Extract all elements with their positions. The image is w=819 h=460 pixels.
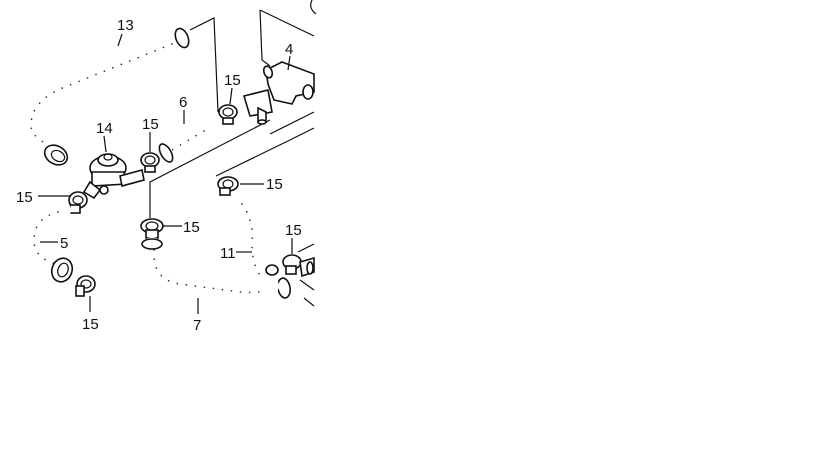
label-15-f: 15: [266, 176, 283, 193]
label-7: 7: [193, 317, 201, 334]
hose-11: [229, 189, 279, 295]
label-15-g: 15: [285, 222, 302, 239]
label-14: 14: [96, 120, 113, 137]
right-fittings: [265, 243, 315, 307]
label-13: 13: [117, 17, 134, 34]
hose-13: [17, 27, 190, 166]
callout-leaders: [38, 33, 293, 314]
clamp-mid: [140, 218, 164, 239]
label-6: 6: [179, 94, 187, 111]
label-11: 11: [220, 245, 236, 262]
clamp-upper-2: [140, 152, 160, 173]
frame-lines: [149, 0, 317, 218]
t-connector-4: [242, 61, 315, 125]
callout-labels: 13 4 15 6 14 15 15 5 15 15 15 15 11 7: [16, 17, 302, 334]
hose-6: [158, 119, 217, 163]
clamp-lower-left: [75, 275, 96, 297]
hose-5: [19, 201, 74, 283]
label-15-a: 15: [224, 72, 241, 89]
label-15-b: 15: [142, 116, 159, 133]
label-5: 5: [60, 235, 68, 252]
clamp-upper-1: [218, 104, 238, 125]
label-4: 4: [285, 41, 293, 58]
clamp-valve-left: [68, 191, 88, 214]
label-15-c: 15: [16, 189, 33, 206]
valve-14: [82, 153, 145, 200]
label-15-e: 15: [183, 219, 200, 236]
clamp-hose11-top: [217, 176, 239, 196]
label-15-d: 15: [82, 316, 99, 333]
